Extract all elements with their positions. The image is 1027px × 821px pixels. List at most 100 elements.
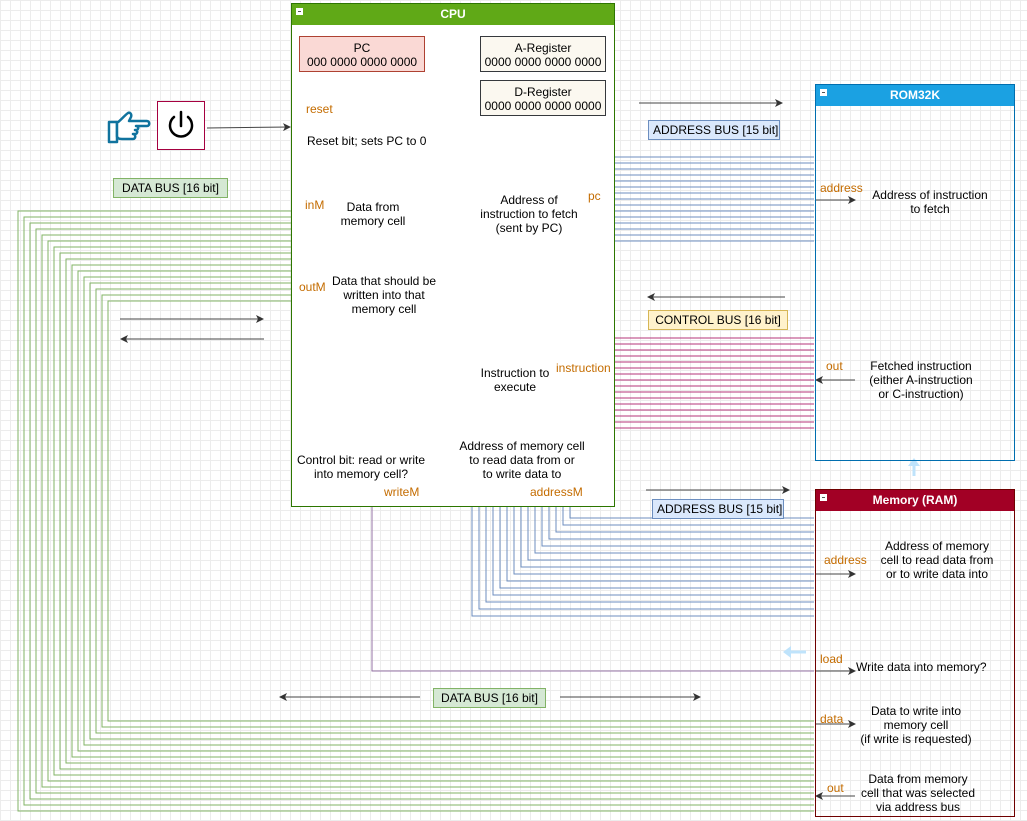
ram-address-bus-wire [485,507,814,603]
d-register-name: D-Register [514,85,572,99]
data-bus-wire [77,270,814,752]
data-bus-wire [101,294,814,728]
cpu-pc-description-line: instruction to fetch [480,207,578,221]
ram-port-load: load [820,652,843,666]
ram-port-out: out [827,781,844,795]
ram-title: Memory (RAM) [872,493,958,507]
rom-address-bus-label: ADDRESS BUS [15 bit] [648,120,780,140]
reset-arrow [206,123,291,132]
ram-data-description-line: Data to write into [870,704,962,718]
a-register-value: 0000 0000 0000 0000 [484,55,602,69]
collapse-icon[interactable] [296,8,303,15]
ram-address-bus-wire [478,507,814,610]
ram-address-bus-wire [548,507,814,540]
cpu-inm-description-line: Data from [346,200,400,214]
ram-load-description: Write data into memory? [856,660,987,674]
data-bus-wire [89,282,814,740]
ram-out-description-line: cell that was selected [860,786,976,800]
data-bus-wire [41,234,814,788]
ram-address-description-line: or to write data into [885,567,989,581]
data-bus-wire [53,246,814,776]
ram-address-description-line: cell to read data from [880,553,994,567]
data-bus-label-bottom: DATA BUS [16 bit] [433,688,546,708]
power-button[interactable] [157,101,205,150]
ram-out-description: Data from memory cell that was selected … [856,772,980,814]
cpu-instruction-description: Instruction to execute [470,366,560,394]
cpu-outm-description-line: memory cell [351,302,417,316]
rom-block[interactable]: ROM32K [815,84,1015,461]
d-register-value: 0000 0000 0000 0000 [484,99,602,113]
ram-header: Memory (RAM) [816,490,1014,511]
cpu-instruction-description-line: Instruction to [480,366,550,380]
rom-address-description: Address of instruction to fetch [862,188,998,216]
data-bus-wire [65,258,814,764]
ram-address-bus-wire [499,507,814,589]
cpu-writem-description: Control bit: read or write into memory c… [294,453,428,481]
cpu-block[interactable]: CPU [291,3,615,507]
rom-out-description-line: (either A-instruction [869,373,973,387]
cpu-addressm-description: Address of memory cell to read data from… [454,439,590,481]
cpu-inm-description: Data from memory cell [330,200,416,228]
cpu-writem-description-line: into memory cell? [313,467,409,481]
ram-address-bus-wire [471,507,814,617]
collapse-icon[interactable] [820,494,827,501]
load-wire [371,500,814,672]
ram-port-address: address [824,553,867,567]
ram-data-description-line: (if write is requested) [860,732,972,746]
cpu-port-outm: outM [299,280,326,294]
data-bus-wire [23,216,814,806]
ram-address-bus-wire [520,507,814,568]
cpu-pc-description-line: (sent by PC) [495,221,563,235]
rom-address-description-line: Address of instruction [872,188,988,202]
data-bus-label-top: DATA BUS [16 bit] [113,178,228,198]
control-bus-wires [615,337,814,429]
ram-address-bus-wire [492,507,814,596]
data-bus-wire [59,252,814,770]
control-bus-label: CONTROL BUS [16 bit] [648,310,788,330]
a-register: A-Register 0000 0000 0000 0000 [480,36,606,72]
cpu-addressm-description-line: Address of memory cell [459,439,585,453]
ram-address-bus-wire [562,507,814,526]
a-register-name: A-Register [514,41,572,55]
data-bus-wire [35,228,814,794]
ram-address-bus-wire [541,507,814,547]
cpu-instruction-description-line: execute [493,380,537,394]
data-bus-wires [17,210,814,812]
data-bus-wire [47,240,814,782]
pc-register-name: PC [353,41,371,55]
ram-data-description-line: memory cell [883,718,949,732]
rom-out-description: Fetched instruction (either A-instructio… [856,359,986,401]
cpu-pc-description-line: Address of [500,193,558,207]
ram-address-bus-wire [527,507,814,561]
cpu-port-reset: reset [306,102,333,116]
rom-out-description-line: Fetched instruction [870,359,972,373]
data-bus-wire [29,222,814,800]
pc-register: PC 000 0000 0000 0000 [299,36,425,72]
ram-address-bus-wire [555,507,814,533]
data-bus-wire [107,300,814,722]
collapse-icon[interactable] [820,89,827,96]
rom-out-description-line: or C-instruction) [878,387,964,401]
ram-address-bus-wire [534,507,814,554]
pc-register-value: 000 0000 0000 0000 [306,55,418,69]
power-icon [168,110,194,138]
ram-address-bus-wire [506,507,814,582]
rom-address-description-line: to fetch [910,202,950,216]
data-bus-wire [17,210,814,812]
cpu-writem-description-line: Control bit: read or write [296,453,426,467]
ram-address-description: Address of memory cell to read data from… [868,539,1006,581]
data-bus-wire [95,288,814,734]
ram-block[interactable]: Memory (RAM) [815,489,1015,817]
cpu-title: CPU [440,7,466,21]
ram-address-bus-label: ADDRESS BUS [15 bit] [652,499,784,519]
cpu-port-instruction: instruction [556,361,611,375]
ram-port-data: data [820,712,844,726]
data-bus-wire [71,264,814,758]
d-register: D-Register 0000 0000 0000 0000 [480,80,606,116]
cpu-header: CPU [292,4,614,25]
rom-header: ROM32K [816,85,1014,106]
cpu-outm-description-line: written into that [343,288,425,302]
cpu-port-pc: pc [588,189,601,203]
cpu-outm-description-line: Data that should be [331,274,437,288]
